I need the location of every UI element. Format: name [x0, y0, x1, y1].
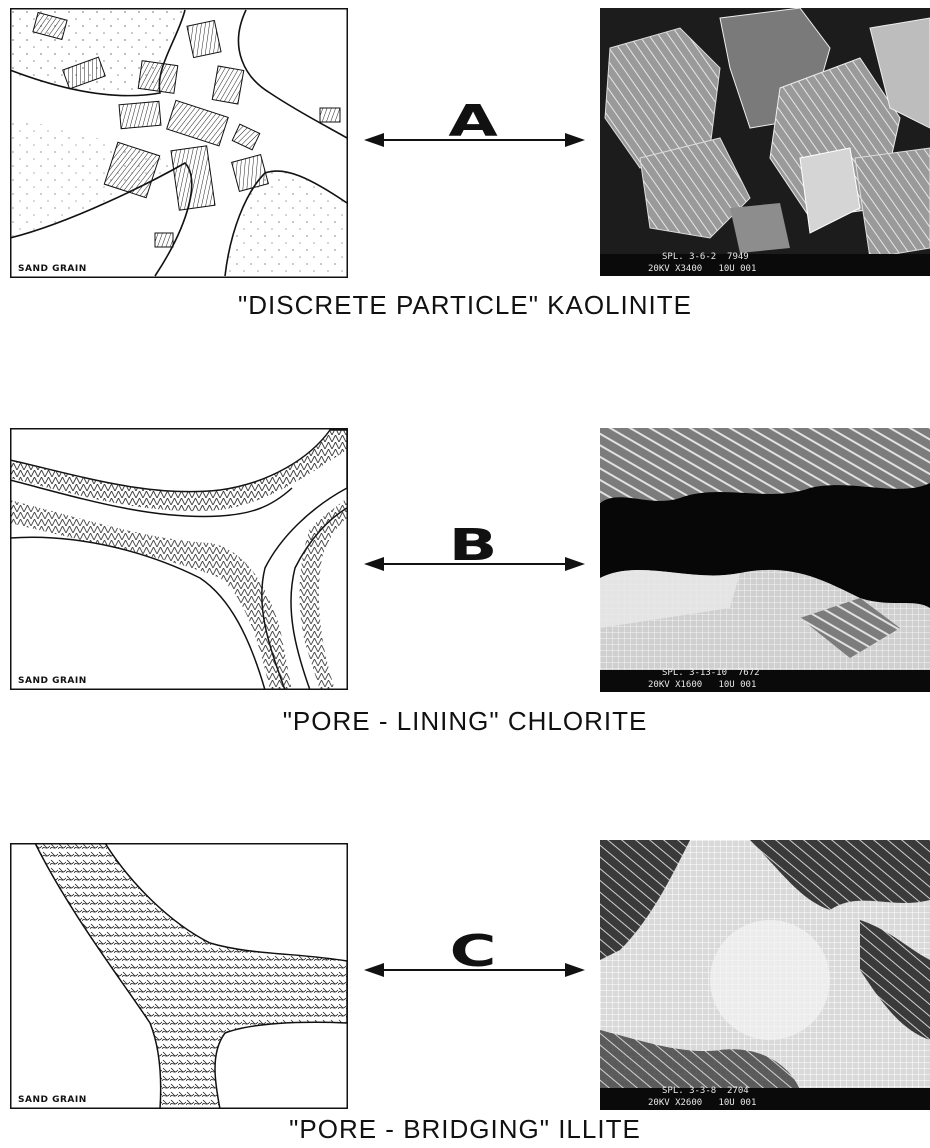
arrow-b: B: [362, 524, 587, 594]
sem-a-infobar: SPL. 3-6-2 7949 20KV X3400 10U 001: [600, 254, 930, 276]
sem-b-infobar: SPL. 3-13-10 7672 20KV X1600 10U 001: [600, 670, 930, 692]
sem-a-info: SPL. 3-6-2 7949: [662, 252, 749, 262]
sketch-b-label: SAND GRAIN: [18, 676, 87, 686]
caption-a: "DISCRETE PARTICLE" KAOLINITE: [0, 290, 930, 321]
arrow-c: C: [362, 930, 587, 1000]
sem-a-params: 20KV X3400 10U 001: [648, 264, 756, 274]
sem-image-a: SPL. 3-6-2 7949 20KV X3400 10U 001: [600, 8, 930, 276]
sem-c-infobar: SPL. 3-3-8 2704 20KV X2600 10U 001: [600, 1088, 930, 1110]
caption-b: "PORE - LINING" CHLORITE: [0, 706, 930, 737]
double-arrow-b-icon: [362, 524, 587, 594]
sketch-c: SAND GRAIN: [10, 843, 348, 1109]
sem-chlorite-texture: [600, 428, 930, 692]
sem-c-params: 20KV X2600 10U 001: [648, 1098, 756, 1108]
sketch-a-label: SAND GRAIN: [18, 264, 87, 274]
sketch-b: SAND GRAIN: [10, 428, 348, 690]
sketch-a: SAND GRAIN: [10, 8, 348, 278]
double-arrow-a-icon: [362, 100, 587, 170]
sem-c-info: SPL. 3-3-8 2704: [662, 1086, 749, 1096]
sem-kaolinite-texture: [600, 8, 930, 276]
sem-b-info: SPL. 3-13-10 7672: [662, 668, 760, 678]
arrow-a: A: [362, 100, 587, 170]
sketch-b-drawing: [10, 428, 348, 690]
sketch-c-label: SAND GRAIN: [18, 1095, 87, 1105]
caption-c: "PORE - BRIDGING" ILLITE: [0, 1114, 930, 1145]
sketch-a-drawing: [10, 8, 348, 278]
sketch-c-drawing: [10, 843, 348, 1109]
sem-illite-texture: [600, 840, 930, 1110]
sem-image-c: SPL. 3-3-8 2704 20KV X2600 10U 001: [600, 840, 930, 1110]
sem-b-params: 20KV X1600 10U 001: [648, 680, 756, 690]
double-arrow-c-icon: [362, 930, 587, 1000]
sem-image-b: SPL. 3-13-10 7672 20KV X1600 10U 001: [600, 428, 930, 692]
